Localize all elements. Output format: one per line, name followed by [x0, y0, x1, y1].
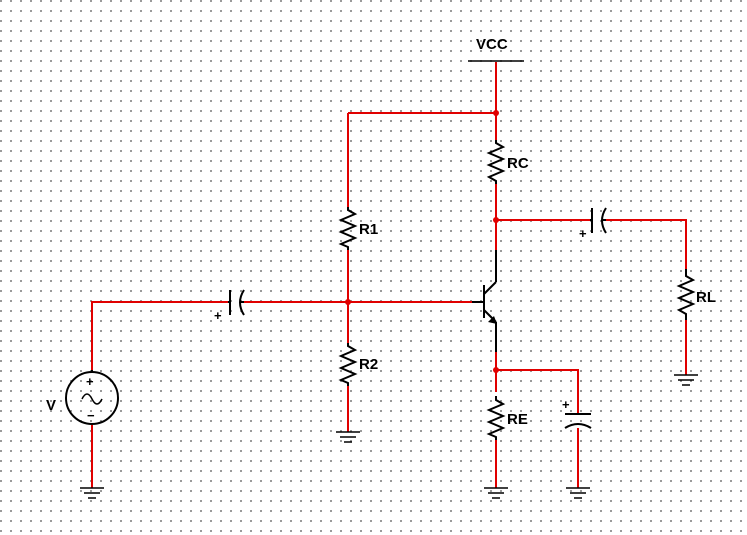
resistor-rc: RC [486, 140, 529, 184]
transistor-collector [483, 281, 497, 295]
junction-emitter [493, 367, 499, 373]
source-minus: − [87, 408, 95, 423]
vcc-label: VCC [476, 36, 508, 53]
resistor-r1-label: R1 [359, 221, 378, 238]
resistor-r1: R1 [338, 207, 378, 250]
resistor-re-symbol [486, 396, 506, 440]
resistor-re: RE [486, 396, 528, 440]
npn-transistor [472, 250, 497, 352]
resistor-r1-symbol [338, 207, 358, 250]
junctions [345, 110, 499, 373]
source-body [65, 371, 119, 425]
transistor-emitter-arrow [488, 316, 497, 324]
ground-bypass [566, 487, 590, 499]
resistor-rl-symbol [676, 269, 696, 320]
wire-bypass-cap [496, 369, 579, 414]
sine-wave-icon [81, 393, 103, 405]
ground-re [484, 487, 508, 499]
capacitor-output-plus: + [579, 226, 587, 241]
resistor-r2-symbol [338, 343, 358, 386]
wire-source-top [91, 301, 228, 370]
ac-voltage-source: + − V [46, 370, 119, 425]
wires [91, 62, 687, 488]
capacitor-input-plus: + [214, 308, 222, 323]
resistor-rc-label: RC [507, 155, 529, 172]
capacitor-input: + [214, 289, 245, 323]
junction-collector [493, 217, 499, 223]
junction-base [345, 299, 351, 305]
source-plus: + [86, 374, 94, 389]
resistor-r2-label: R2 [359, 356, 378, 373]
source-label: V [46, 397, 56, 414]
capacitor-bypass-plus: + [562, 397, 570, 412]
ground-rl [674, 374, 698, 386]
ground-source [80, 487, 104, 499]
capacitor-bypass-plate-curved [564, 423, 592, 429]
capacitor-bypass: + [562, 397, 592, 429]
resistor-rc-symbol [486, 140, 506, 184]
junction-vcc [493, 110, 499, 116]
capacitor-output: + [579, 207, 607, 241]
ground-r2 [336, 431, 360, 443]
resistor-rl-label: RL [696, 289, 716, 306]
vcc-supply: VCC [468, 36, 524, 62]
wire-output-load [606, 219, 687, 269]
resistor-r2: R2 [338, 343, 378, 386]
resistor-rl: RL [676, 269, 716, 320]
resistor-re-label: RE [507, 411, 528, 428]
